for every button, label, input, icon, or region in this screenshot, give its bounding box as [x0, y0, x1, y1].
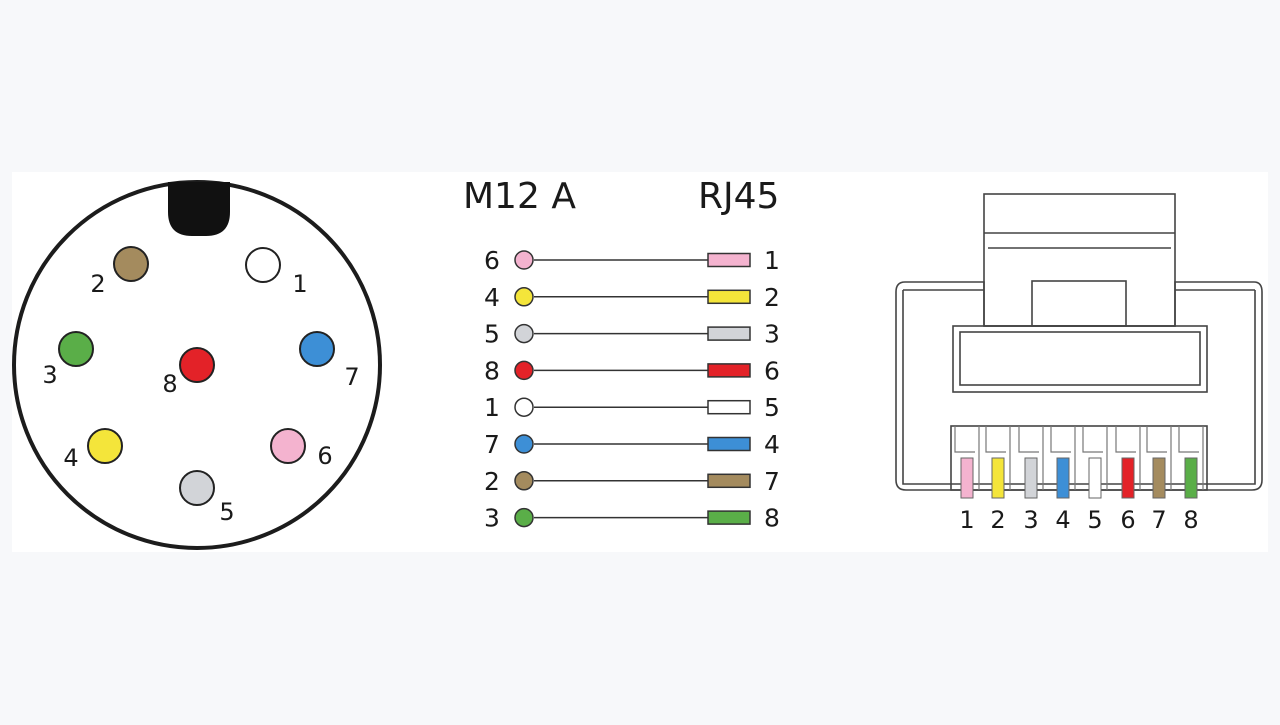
wiring-rj45-bar [707, 473, 751, 489]
m12-pin-7 [299, 331, 335, 367]
rj45-contact-3 [1024, 457, 1038, 499]
wiring-rj45-pin-number: 4 [764, 430, 780, 459]
wiring-m12-dot [514, 397, 534, 417]
rj45-pin-label: 3 [1023, 506, 1038, 534]
m12-pin-5 [179, 470, 215, 506]
m12-pin-4 [87, 428, 123, 464]
rj45-slot [985, 426, 1011, 490]
wiring-rj45-pin-number: 5 [764, 393, 780, 422]
wiring-m12-pin-number: 3 [484, 504, 500, 533]
rj45-contact-6 [1121, 457, 1135, 499]
wiring-m12-dot [514, 360, 534, 381]
rj45-contact-5 [1088, 457, 1102, 499]
wiring-table: M12 A RJ45 6 1 4 2 5 3 8 6 1 5 7 4 2 7 3 8 [463, 176, 780, 533]
rj45-heading: RJ45 [698, 176, 779, 217]
wiring-rj45-pin-number: 6 [764, 356, 780, 385]
rj45-body [895, 281, 1263, 491]
wiring-m12-pin-number: 8 [484, 356, 500, 385]
rj45-slot [954, 426, 980, 490]
wiring-rows: 6 1 4 2 5 3 8 6 1 5 7 4 2 7 3 8 [484, 246, 780, 533]
wiring-m12-dot [514, 434, 534, 454]
m12-pin-label: 7 [344, 363, 359, 391]
wiring-rj45-bar [707, 436, 751, 452]
rj45-pin-label: 4 [1055, 506, 1070, 534]
m12-pin-label: 6 [317, 442, 332, 470]
wiring-rj45-bar [707, 326, 751, 341]
rj45-slot [1178, 426, 1204, 490]
wiring-rj45-pin-number: 7 [764, 467, 780, 496]
m12-pin-label: 1 [292, 270, 307, 298]
rj45-pin-label: 8 [1183, 506, 1198, 534]
wiring-rj45-pin-number: 2 [764, 283, 780, 312]
rj45-slot [1018, 426, 1044, 490]
rj45-pin-label: 1 [959, 506, 974, 534]
m12-pin-3 [58, 331, 94, 367]
wiring-m12-pin-number: 4 [484, 283, 500, 312]
wiring-rj45-bar [707, 363, 751, 378]
rj45-slot [1146, 426, 1172, 490]
rj45-contact-8 [1184, 457, 1198, 499]
m12-coding-key [168, 182, 230, 236]
rj45-contact-area [950, 425, 1208, 491]
wiring-rj45-pin-number: 8 [764, 504, 780, 533]
wiring-m12-dot [514, 323, 534, 344]
m12-pin-label: 8 [162, 370, 177, 398]
wiring-m12-pin-number: 1 [484, 393, 500, 422]
wiring-rj45-bar [707, 510, 751, 525]
m12-pin-label: 4 [63, 444, 78, 472]
wiring-rj45-bar [707, 252, 751, 268]
m12-pin-label: 5 [219, 498, 234, 526]
wiring-m12-pin-number: 7 [484, 430, 500, 459]
m12-pin-2 [113, 246, 149, 282]
rj45-contact-4 [1056, 457, 1070, 499]
rj45-body-inner [902, 289, 1256, 485]
m12-pins: 1 2 3 4 5 6 7 8 [42, 246, 360, 526]
rj45-step [952, 325, 1208, 393]
rj45-pin-label: 5 [1087, 506, 1102, 534]
wiring-m12-dot [514, 507, 534, 528]
rj45-pin-label: 6 [1120, 506, 1135, 534]
rj45-pin-label: 7 [1151, 506, 1166, 534]
rj45-contact-1 [960, 457, 974, 499]
rj45-step-inner [959, 331, 1201, 386]
rj45-slot [1115, 426, 1141, 490]
wiring-rj45-pin-number: 3 [764, 320, 780, 349]
wiring-m12-dot [514, 471, 534, 491]
rj45-slot [1082, 426, 1108, 490]
wiring-m12-pin-number: 5 [484, 320, 500, 349]
wiring-m12-dot [514, 287, 534, 307]
m12-heading: M12 A [463, 176, 576, 217]
rj45-contact-2 [991, 457, 1005, 499]
rj45-contact-7 [1152, 457, 1166, 499]
wiring-m12-pin-number: 2 [484, 467, 500, 496]
m12-pin-6 [270, 428, 306, 464]
m12-pin-label: 2 [90, 270, 105, 298]
wiring-m12-pin-number: 6 [484, 246, 500, 275]
m12-pin-1 [245, 247, 281, 283]
m12-pin-label: 3 [42, 361, 57, 389]
wiring-m12-dot [514, 250, 534, 270]
m12-connector-face: 1 2 3 4 5 6 7 8 [12, 180, 382, 550]
wiring-rj45-bar [707, 399, 751, 415]
rj45-pin-label: 2 [990, 506, 1005, 534]
wiring-rj45-bar [707, 289, 751, 305]
m12-pin-8 [179, 347, 215, 383]
rj45-slot [1050, 426, 1076, 490]
wiring-rj45-pin-number: 1 [764, 246, 780, 275]
